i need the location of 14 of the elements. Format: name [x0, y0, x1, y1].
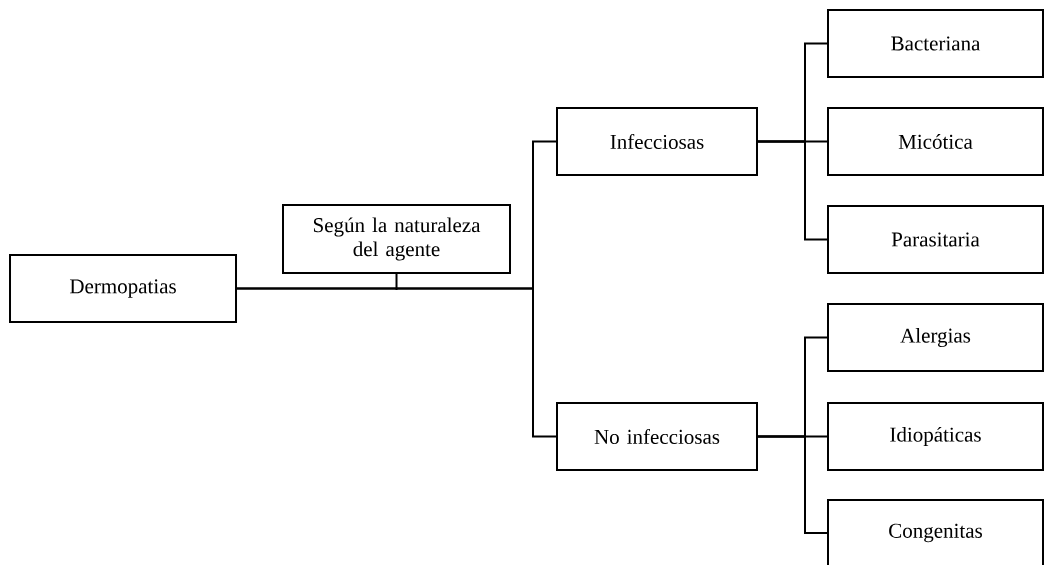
connector [757, 140, 828, 241]
connector [395, 273, 398, 291]
class-box: Micótica [827, 107, 1044, 176]
class-box: Parasitaria [827, 205, 1044, 274]
class-box: Infecciosas [556, 107, 758, 176]
category-box: Dermopatias [9, 254, 237, 323]
class-box: Idiopáticas [827, 402, 1044, 471]
class-box: Congenitas [827, 499, 1044, 565]
class-box: Bacteriana [827, 9, 1044, 78]
connector [757, 435, 828, 534]
criterion-box: Según la naturaleza del agente [282, 204, 511, 274]
class-box: No infecciosas [556, 402, 758, 471]
class-box: Alergias [827, 303, 1044, 372]
connector [236, 287, 557, 438]
